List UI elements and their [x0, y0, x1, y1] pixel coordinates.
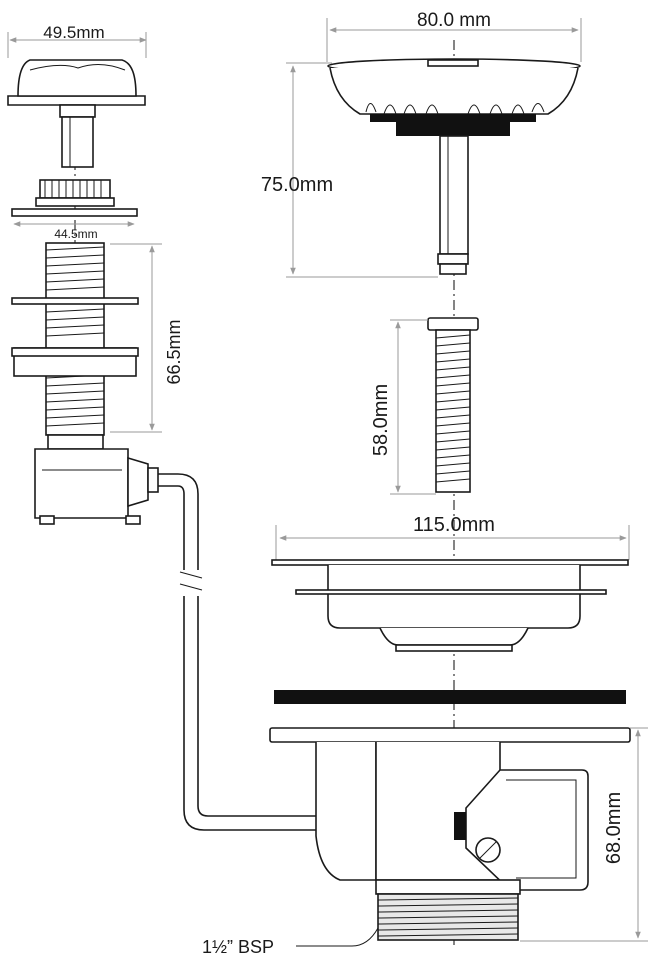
- rubber-seal: [274, 690, 626, 704]
- thread-spec-label: 1½” BSP: [202, 937, 274, 957]
- screw-length-label: 58.0mm: [370, 384, 392, 456]
- flange-width-label: 44.5mm: [54, 227, 97, 241]
- sink-flange: [271, 559, 629, 652]
- mounting-flange: [11, 208, 138, 217]
- spindle-nut: [35, 179, 115, 207]
- basket-height-label: 75.0mm: [261, 174, 333, 196]
- pop-up-knob: [7, 59, 146, 168]
- control-housing: [34, 448, 159, 525]
- flange-diameter-label: 115.0mm: [413, 514, 495, 536]
- knob-width-label: 49.5mm: [43, 23, 104, 42]
- thread-callout-leader: [296, 927, 379, 947]
- waste-body: [269, 727, 631, 941]
- connecting-screw: [427, 317, 479, 493]
- threaded-spindle: [11, 242, 139, 450]
- body-height-label: 68.0mm: [603, 792, 625, 864]
- bowden-cable: [158, 473, 450, 831]
- strainer-basket: [327, 58, 581, 275]
- spindle-length-label: 66.5mm: [164, 319, 184, 384]
- basket-diameter-label: 80.0 mm: [417, 10, 491, 31]
